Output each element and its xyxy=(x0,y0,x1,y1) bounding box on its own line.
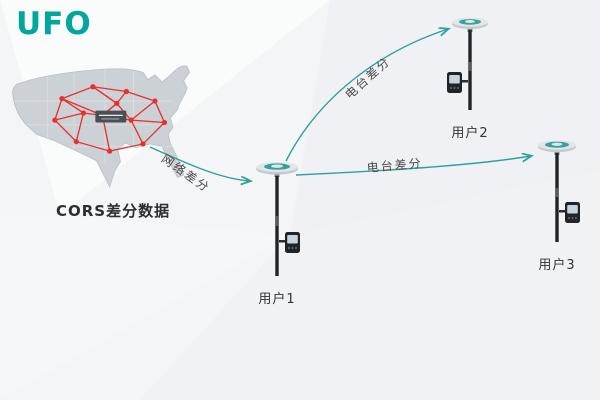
antenna-disc xyxy=(452,17,488,29)
gnss-receiver-art xyxy=(538,140,580,242)
cors-map xyxy=(0,50,205,195)
data-controller xyxy=(279,232,300,253)
cors-network-nodes xyxy=(52,84,168,154)
pole-clamp xyxy=(275,216,279,226)
data-controller xyxy=(447,72,468,93)
usa-map xyxy=(12,65,191,189)
arrow-network-differential xyxy=(149,146,250,181)
device-label-user3: 用户3 xyxy=(538,258,576,273)
brand-logo: UFO xyxy=(16,6,92,42)
pole xyxy=(555,153,559,242)
antenna-disc xyxy=(538,140,576,153)
data-controller xyxy=(559,202,580,223)
device-label-user1: 用户1 xyxy=(258,292,296,307)
map-station-badge xyxy=(95,110,127,123)
usa-silhouette xyxy=(12,65,191,189)
gnss-receiver-art xyxy=(256,162,300,276)
device-label-user2: 用户2 xyxy=(451,126,489,141)
map-caption: CORS差分数据 xyxy=(56,202,171,220)
antenna-disc xyxy=(256,162,298,175)
gnss-receiver-art xyxy=(447,17,488,110)
arrow-radio-differential-top xyxy=(285,29,448,162)
gnss-receiver-user2: 用户2 xyxy=(435,14,505,141)
pole-clamp xyxy=(468,62,472,71)
gnss-receiver-user1: 用户1 xyxy=(242,158,312,307)
gnss-receiver-user3: 用户3 xyxy=(522,136,592,273)
arrow-radio-differential-right xyxy=(295,156,531,176)
pole-clamp xyxy=(555,188,559,197)
